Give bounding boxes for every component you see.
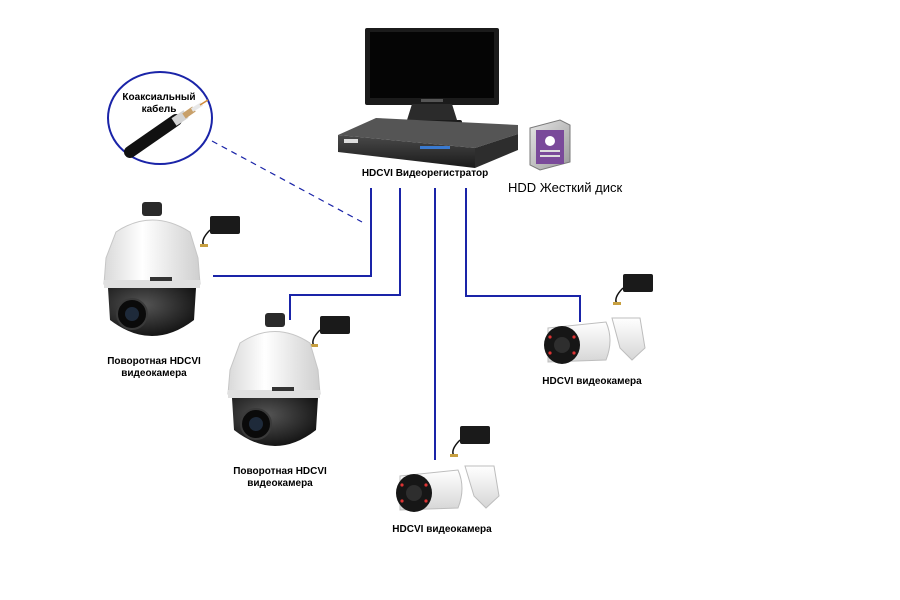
ptz-label-line2: видеокамера	[121, 368, 187, 379]
hdd-label: HDD Жесткий диск	[508, 180, 623, 195]
coax-label-line2: кабель	[141, 104, 177, 115]
bullet-camera-icon	[544, 317, 646, 364]
coax-cable-label: Коаксиальный кабель	[112, 92, 206, 116]
power-adapter-icon	[613, 274, 653, 305]
coax-dashed-line	[211, 140, 363, 223]
power-adapter-icon	[310, 316, 350, 347]
bullet-camera-label: HDCVI видеокамера	[542, 376, 642, 387]
coax-label-line1: Коаксиальный	[122, 92, 196, 103]
monitor-icon	[365, 28, 499, 129]
ptz-label-line1: Поворотная HDCVI	[233, 466, 327, 477]
cable-bullet-right	[465, 188, 581, 322]
ptz-camera-label: Поворотная HDCVI видеокамера	[220, 466, 340, 490]
dvr-icon	[338, 118, 518, 168]
cable-ptz-2	[289, 188, 401, 320]
ptz-camera-icon	[103, 202, 201, 336]
power-adapter-icon	[450, 426, 490, 457]
hdd-icon	[529, 119, 571, 171]
ptz-label-line2: видеокамера	[247, 478, 313, 489]
dvr-label: HDCVI Видеорегистратор	[361, 168, 489, 179]
bullet-camera-icon	[396, 465, 500, 512]
ptz-camera-label: Поворотная HDCVI видеокамера	[94, 356, 214, 380]
cable-lines	[213, 188, 581, 460]
power-adapter-icon	[200, 216, 240, 247]
bullet-camera-label: HDCVI видеокамера	[392, 524, 492, 535]
coax-cable-icon	[107, 71, 213, 165]
ptz-camera-icon	[227, 313, 321, 446]
ptz-label-line1: Поворотная HDCVI	[107, 356, 201, 367]
cable-ptz-1	[213, 188, 372, 277]
